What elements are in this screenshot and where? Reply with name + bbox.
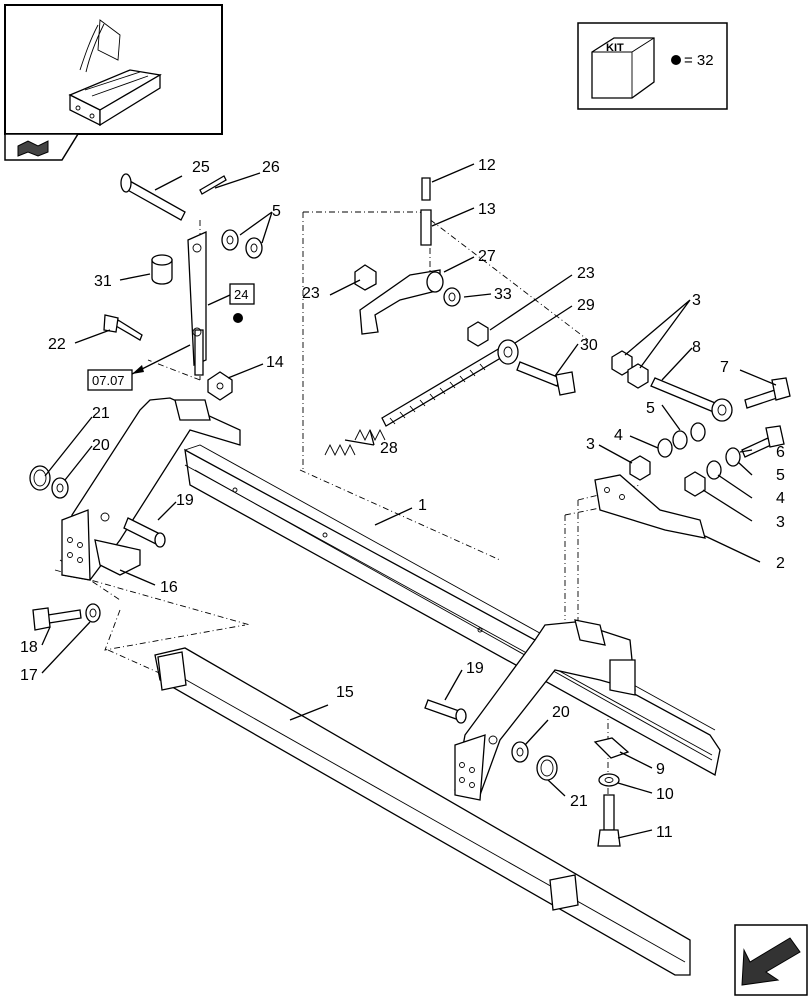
lower-bar <box>154 647 691 976</box>
callout-21: 21 <box>92 405 110 422</box>
callout-25: 25 <box>192 159 210 176</box>
book-nav-icon <box>17 140 49 157</box>
callout-28: 28 <box>380 440 398 457</box>
circlip-21a <box>29 465 51 491</box>
nuts-3a <box>611 350 649 389</box>
callout-5: 5 <box>646 400 655 417</box>
kit-dot-icon <box>671 55 681 65</box>
washer-17 <box>85 603 101 623</box>
left-frame <box>61 397 241 581</box>
callout-18: 18 <box>20 639 38 656</box>
callout-23: 23 <box>577 265 595 282</box>
kit-count: = 32 <box>684 52 714 69</box>
callout-4: 4 <box>614 427 623 444</box>
callout-26: 26 <box>262 159 280 176</box>
machine-thumbnail-icon <box>68 19 162 127</box>
assembly-lines <box>54 211 641 820</box>
callout-1: 1 <box>418 497 427 514</box>
kit-dot-marker <box>233 313 243 323</box>
washers-5b <box>657 422 741 480</box>
nut-23b <box>467 321 489 347</box>
rod-8 <box>650 377 733 422</box>
nut-14 <box>207 371 233 401</box>
callout-16: 16 <box>160 579 178 596</box>
pin-19b <box>424 699 467 724</box>
left-cylinder <box>187 230 207 376</box>
callout-10: 10 <box>656 786 674 803</box>
callout-4: 4 <box>776 490 785 507</box>
callout-19: 19 <box>466 660 484 677</box>
spacer-31 <box>151 254 173 285</box>
pin-26 <box>199 175 227 195</box>
callout-labels: 25 26 5 31 22 14 21 20 19 16 18 17 12 13… <box>20 157 785 841</box>
callout-3: 3 <box>692 292 701 309</box>
callout-9: 9 <box>656 761 665 778</box>
circlip-21b <box>536 755 558 781</box>
bolt-6 <box>741 425 785 458</box>
pin-25 <box>120 173 186 221</box>
threaded-rod-29 <box>381 339 519 427</box>
washer-5a <box>221 229 263 259</box>
kit-cube-icon <box>591 37 655 99</box>
nut-23a <box>354 264 377 291</box>
callout-19: 19 <box>176 492 194 509</box>
callout-22: 22 <box>48 336 66 353</box>
bolt-7 <box>744 377 791 409</box>
leader-lines <box>41 163 777 839</box>
washer-20b <box>511 741 529 763</box>
callout-8: 8 <box>692 339 701 356</box>
callout-20: 20 <box>92 437 110 454</box>
plate-9 <box>593 737 630 759</box>
callout-17: 17 <box>20 667 38 684</box>
ref-box-0707[interactable]: 07.07 <box>87 369 133 391</box>
thumbnail-tab[interactable] <box>4 133 80 161</box>
callout-23: 23 <box>302 285 320 302</box>
pin-12 <box>421 177 431 201</box>
washer-10 <box>598 773 620 787</box>
callout-5: 5 <box>776 467 785 484</box>
arrow-down-left-icon <box>741 937 801 986</box>
callout-5: 5 <box>272 203 281 220</box>
pin-19a <box>123 517 166 548</box>
ref-box-24[interactable]: 24 <box>229 283 255 305</box>
callout-11: 11 <box>656 824 673 841</box>
callout-21: 21 <box>570 793 588 810</box>
callout-13: 13 <box>478 201 496 218</box>
washer-33 <box>443 287 461 307</box>
callout-30: 30 <box>580 337 598 354</box>
callout-2: 2 <box>776 555 785 572</box>
nuts-3b <box>629 455 706 497</box>
ref-24-label: 24 <box>234 287 248 302</box>
pin-13 <box>420 209 432 246</box>
callout-15: 15 <box>336 684 354 701</box>
springs-28 <box>324 428 386 457</box>
callout-20: 20 <box>552 704 570 721</box>
callout-27: 27 <box>478 248 496 265</box>
bolt-11 <box>597 794 621 847</box>
kit-label: KIT <box>606 42 624 54</box>
callout-14: 14 <box>266 354 284 371</box>
callout-6: 6 <box>776 444 785 461</box>
hook-27 <box>359 269 444 335</box>
callout-29: 29 <box>577 297 595 314</box>
callout-7: 7 <box>720 359 729 376</box>
bolt-30 <box>516 361 576 396</box>
bolt-22 <box>103 314 143 341</box>
next-page-button[interactable] <box>734 924 808 996</box>
callout-3: 3 <box>776 514 785 531</box>
kit-box: KIT = 32 <box>577 22 728 110</box>
right-frame <box>454 619 636 801</box>
ref-0707-label: 07.07 <box>92 373 125 388</box>
callout-3: 3 <box>586 436 595 453</box>
bolt-18 <box>32 607 82 631</box>
callout-33: 33 <box>494 286 512 303</box>
callout-12: 12 <box>478 157 496 174</box>
mount-bracket <box>594 474 706 539</box>
thumbnail-box[interactable] <box>4 4 223 135</box>
washer-20a <box>51 477 69 499</box>
callout-31: 31 <box>94 273 112 290</box>
